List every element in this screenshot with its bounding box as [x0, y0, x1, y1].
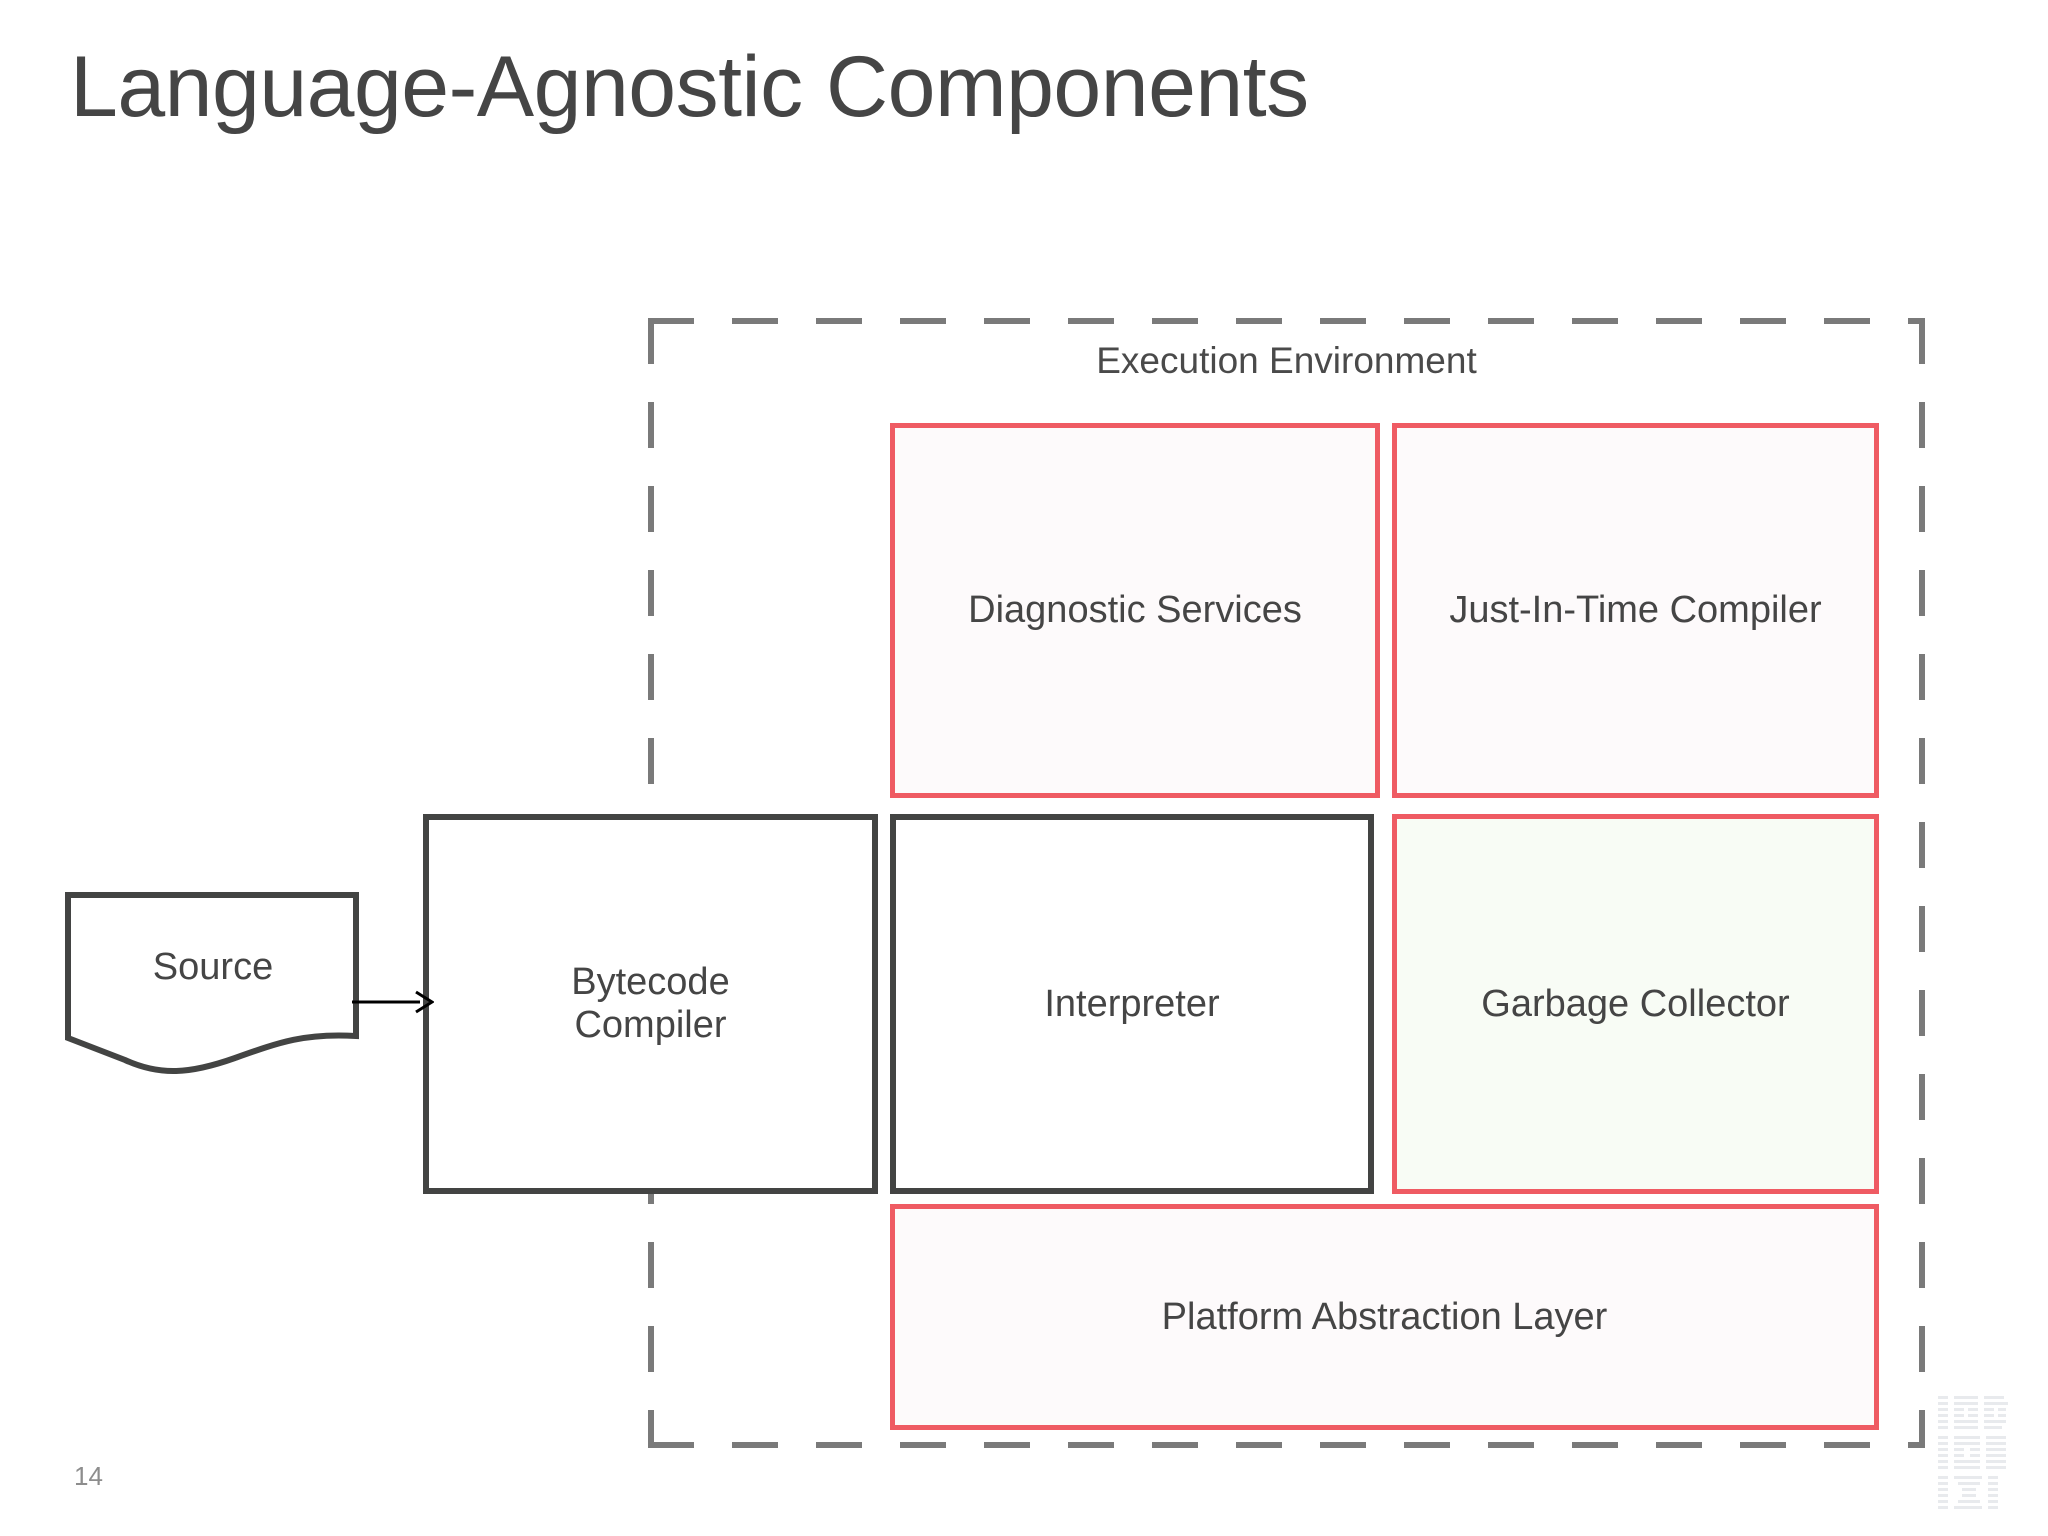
execution-environment-label: Execution Environment [1096, 340, 1477, 381]
component-box-interpreter[interactable]: Interpreter [890, 814, 1374, 1194]
source-to-bytecode-compiler-arrow [352, 985, 435, 1019]
ibm-logo-watermark [1936, 1394, 2020, 1524]
component-box-platform-abstraction-layer[interactable]: Platform Abstraction Layer [890, 1204, 1879, 1430]
component-box-garbage-collector[interactable]: Garbage Collector [1392, 814, 1879, 1194]
source-label: Source [152, 945, 274, 988]
component-box-diagnostic-services[interactable]: Diagnostic Services [890, 423, 1380, 798]
component-label-jit-compiler: Just-In-Time Compiler [1449, 589, 1822, 632]
component-label-interpreter: Interpreter [1044, 982, 1220, 1025]
component-label-diagnostic-services: Diagnostic Services [968, 589, 1302, 632]
component-label-garbage-collector: Garbage Collector [1481, 982, 1790, 1025]
component-label-bytecode-compiler: Bytecode Compiler [571, 961, 729, 1046]
page-number: 14 [74, 1461, 103, 1491]
component-label-platform-abstraction-layer: Platform Abstraction Layer [1161, 1295, 1608, 1338]
component-box-jit-compiler[interactable]: Just-In-Time Compiler [1392, 423, 1879, 798]
page-title: Language-Agnostic Components [70, 39, 1309, 135]
source-document-shape[interactable] [65, 892, 365, 1077]
bytecode-compiler-line-2: Compiler [574, 1004, 727, 1046]
component-box-bytecode-compiler[interactable]: Bytecode Compiler [423, 814, 878, 1194]
bytecode-compiler-line-1: Bytecode [571, 961, 730, 1004]
